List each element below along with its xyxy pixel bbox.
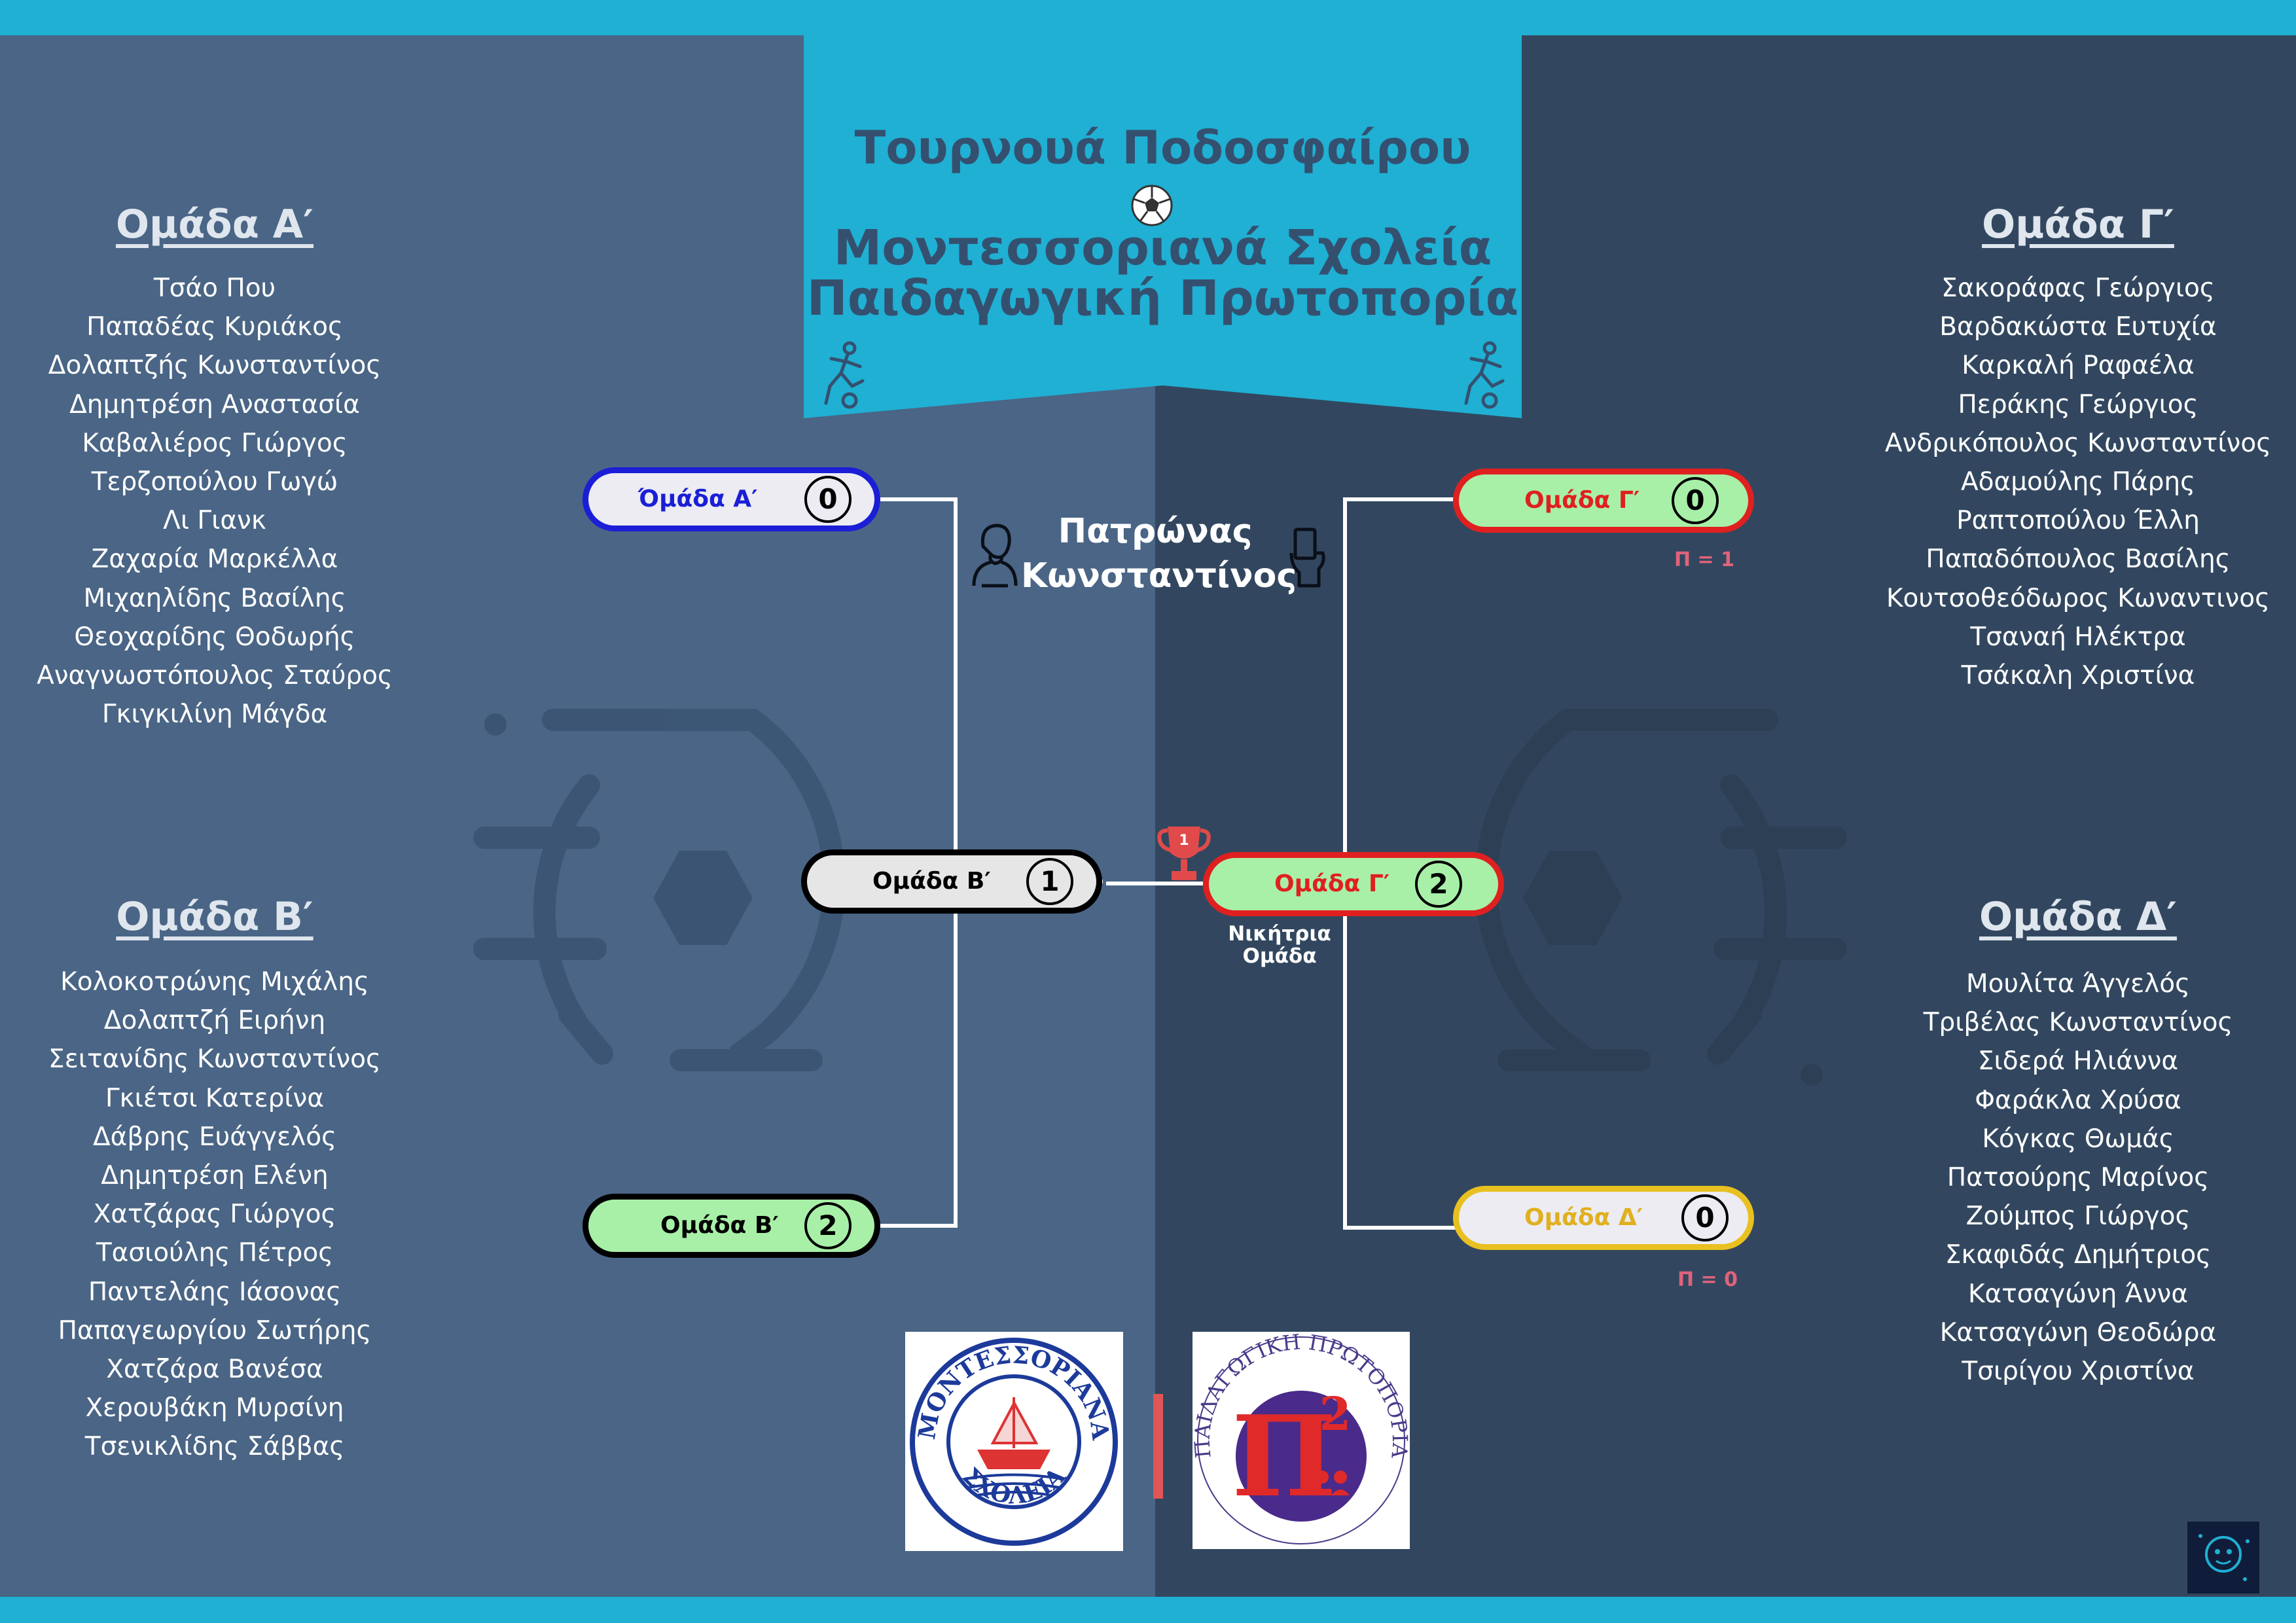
player-name: Τερζοπούλου Γωγώ [91,467,338,497]
team-label: Ομάδα Δ′ [1524,1204,1643,1231]
player-name: Τσάκαλη Χριστίνα [1961,661,2195,691]
corner-logo [2187,1522,2259,1594]
team-label: Ομάδα Γ′ [1524,487,1640,514]
player-name: Σειτανίδης Κωνσταντίνος [48,1044,381,1075]
player-name: Ραπτοπούλου Έλλη [1956,506,2200,536]
team-score: 0 [1681,1194,1729,1241]
team-label: Ομάδα Β′ [660,1212,779,1239]
trophy-rank: 1 [1179,832,1189,849]
player-name: Μιχαηλίδης Βασίλης [83,583,346,613]
player-name: Τσενικλίδης Σάββας [84,1432,345,1462]
player-name: Καβαλιέρος Γιώργος [82,428,348,458]
player-name: Δημητρέση Αναστασία [69,389,360,419]
player-name: Γκιγκιλίνη Μάγδα [101,700,328,730]
title-banner [804,35,1522,418]
referee-card-icon [1289,527,1325,588]
player-name: Δολαπτζής Κωνσταντίνος [48,351,382,381]
bracket-team-d[interactable]: Ομάδα Δ′ 0 [1453,1186,1754,1250]
player-name: Χατζάρα Βανέσα [106,1355,323,1385]
player-name: Αδαμούλης Πάρης [1961,467,2195,497]
penalties-c: Π = 1 [1674,548,1735,571]
player-name: Τσάο Που [153,274,276,303]
title-line-1: Τουρνουά Ποδοσφαίρου [854,121,1471,175]
team-label: Όμάδα Α′ [638,486,758,512]
logo-mark: Π [1232,1391,1337,1522]
trophy-icon: 1 [1157,827,1211,880]
player-name: Κατσαγώνη Άννα [1967,1279,2189,1309]
philosopher-bust-icon [972,524,1018,588]
player-name: Τριβέλας Κωνσταντίνος [1923,1008,2233,1038]
player-name: Παπαδόπουλος Βασίλης [1926,544,2231,575]
logo-separator [1153,1394,1163,1499]
player-name: Λι Γιανκ [163,506,266,536]
player-name: Τσιρίγου Χριστίνα [1962,1357,2195,1387]
player-name: Παπαδέας Κυριάκος [86,312,343,342]
player-name: Τσαναή Ηλέκτρα [1970,622,2186,652]
player-name: Παντελάης Ιάσονας [88,1277,342,1307]
group-a-heading: Ομάδα Α′ [116,202,314,247]
patron-line-2: Κωνσταντίνος [1021,556,1297,596]
player-name: Περάκης Γεώργιος [1958,389,2198,419]
player-kick-icon-left [824,341,865,409]
player-name: Δάβρης Ευάγγελός [92,1122,337,1152]
team-score: 0 [1672,477,1719,524]
player-name: Χερουβάκη Μυρσίνη [85,1393,344,1423]
player-name: Ζαχαρία Μαρκέλλα [91,544,338,575]
bracket-team-c[interactable]: Ομάδα Γ′ 0 [1453,469,1754,533]
winner-label-2: Ομάδα [1242,944,1317,968]
group-c-heading: Ομάδα Γ′ [1982,202,2174,247]
football-icon [1131,185,1173,226]
pedagogical-pioneering-logo: ΠΑΙΔΑΓΩΓΙΚΗ ΠΡΩΤΟΠΟΡΙΑ Π 2 [1189,1329,1412,1549]
team-score: 0 [804,476,852,523]
player-name: Ζούμπος Γιώργος [1965,1202,2191,1232]
player-name: Φαράκλα Χρύσα [1975,1085,2181,1115]
team-label: Ομάδα Γ′ [1274,870,1390,897]
group-d-heading: Ομάδα Δ′ [1979,894,2177,940]
player-kick-icon-right [1464,341,1505,409]
player-name: Τασιούλης Πέτρος [96,1238,334,1268]
player-name: Χατζάρας Γιώργος [93,1200,336,1230]
player-name: Θεοχαρίδης Θοδωρής [74,622,355,652]
bracket-team-b[interactable]: Ομάδα Β′ 2 [583,1194,880,1258]
penalties-d: Π = 0 [1677,1268,1738,1291]
player-name: Μουλίτα Άγγελός [1965,969,2190,999]
player-name: Γκιέτσι Κατερίνα [105,1083,325,1113]
title-line-2: Μοντεσσοριανά Σχολεία [833,220,1492,276]
logo-sup: 2 [1319,1387,1352,1441]
title-line-3: Παιδαγωγική Πρωτοπορία [806,270,1519,327]
team-score: 2 [804,1202,852,1249]
team-score: 2 [1415,861,1462,908]
player-name: Σκαφιδάς Δημήτριος [1945,1240,2212,1270]
player-name: Αναγνωστόπουλος Σταύρος [37,661,393,691]
final-team-right[interactable]: Ομάδα Γ′ 2 [1203,852,1504,916]
player-name: Σιδερά Ηλιάννα [1977,1046,2179,1077]
player-name: Κατσαγώνη Θεοδώρα [1939,1317,2217,1347]
player-name: Δημητρέση Ελένη [101,1161,329,1191]
player-name: Δολαπτζή Ειρήνη [103,1006,326,1036]
player-name: Κουτσοθεόδωρος Κωναντινος [1886,583,2270,613]
player-name: Κολοκοτρώνης Μιχάλης [60,967,369,997]
player-name: Ανδρικόπουλος Κωνσταντίνος [1884,428,2272,458]
player-name: Καρκαλή Ραφαέλα [1962,351,2195,381]
team-score: 1 [1026,858,1073,905]
patron-line-1: Πατρώνας [1058,512,1253,551]
player-name: Κόγκας Θωμάς [1982,1124,2174,1154]
group-b-heading: Ομάδα Β′ [116,894,314,940]
player-name: Πατσούρης Μαρίνος [1946,1163,2210,1193]
winner-label-1: Νικήτρια [1228,922,1331,946]
player-name: Παπαγεωργίου Σωτήρης [58,1315,372,1346]
bracket-team-a[interactable]: Όμάδα Α′ 0 [583,467,880,531]
top-bar [0,0,2296,35]
player-name: Σακοράφας Γεώργιος [1941,274,2215,303]
bottom-bar [0,1597,2296,1623]
final-team-left[interactable]: Ομάδα Β′ 1 [801,849,1102,914]
player-name: Βαρδακώστα Ευτυχία [1939,312,2217,342]
montessori-schools-logo: ΜΟΝΤΕΣΣΟΡΙΑΝΑ ΣΧΟΛΕΙΑ [905,1332,1123,1551]
team-label: Ομάδα Β′ [872,868,991,895]
